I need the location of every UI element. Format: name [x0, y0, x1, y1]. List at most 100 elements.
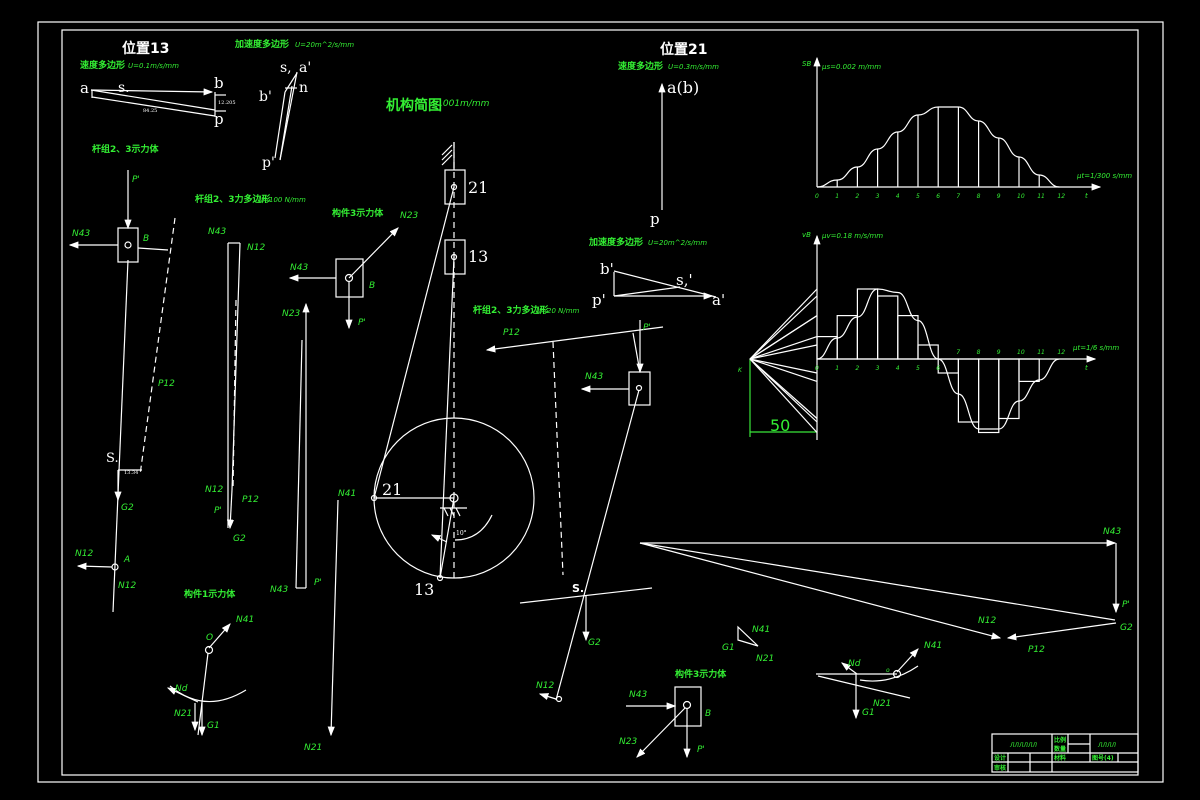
label-N43-fbd3: N43 — [290, 263, 308, 273]
label-crank-21: 21 — [382, 480, 402, 499]
label-S: S. — [106, 451, 119, 466]
label-slider-21: 21 — [468, 178, 488, 197]
vb-tick-label: 1 — [835, 365, 839, 372]
sb-tick-label: 6 — [936, 193, 940, 200]
vb-pole-ray-4 — [749, 315, 818, 360]
fbd-link-group-13: 杆组2、3示力体 P' N43 B P12 S. 13.34 G2 N12 A … — [68, 143, 176, 613]
vb-tick-label: 9 — [997, 349, 1001, 356]
acceleration-polygon-13: 加速度多边形 U=20m^2/s/mm s, a' b' n p' — [234, 38, 354, 171]
label-P: P' — [132, 175, 140, 185]
fbd-component1-21: G1 N41 N21 Nd N41 o G1 N21 — [722, 625, 942, 720]
sb-tick-label: 12 — [1057, 193, 1065, 200]
label-N12: N12 — [75, 549, 93, 559]
sb-tick-label: 11 — [1037, 193, 1045, 200]
force-polygon-13: 杆组2、3力多边形 U=100 N/mm N43 N12 N12 P' P12 … — [195, 193, 306, 544]
label-P12-fp: P12 — [242, 495, 259, 505]
mechanism-sketch: 21 13 21 13 10° — [370, 142, 535, 599]
vb-step-bar-8 — [977, 358, 1000, 434]
title-drawing-no: ЛЛЛЛ — [1097, 742, 1117, 749]
label-n: n — [299, 80, 308, 96]
label-o-21: o — [886, 667, 890, 674]
sb-tick-label: 2 — [855, 193, 859, 200]
sb-curve — [816, 106, 1060, 188]
label-N41-line: N41 — [338, 489, 356, 499]
label-a-prime-21: a' — [712, 291, 725, 309]
outer-frame — [37, 21, 1164, 783]
label-p-prime-21: p' — [592, 291, 606, 309]
velocity13-title: 速度多边形 — [80, 59, 125, 71]
label-s-prime-21: s,' — [676, 271, 693, 289]
velocity21-title: 速度多边形 — [618, 60, 663, 72]
label-N43-fp21: N43 — [1103, 527, 1121, 537]
vb-pole-distance: 50 — [770, 416, 790, 435]
label-N12-fp21: N12 — [978, 616, 996, 626]
fbd3-21-title: 构件3示力体 — [675, 668, 727, 680]
label-B-fbd3: B — [369, 281, 375, 291]
sb-yscale: μs=0.002 m/mm — [821, 63, 881, 71]
vb-pole-ray-3 — [749, 295, 818, 360]
fbd-component1-13: 构件1示力体 N41 O Nd N21 G1 N41 N21 — [166, 489, 356, 753]
velocity21-scale: U=0.3m/s/mm — [668, 63, 719, 71]
label-G2-fp: G2 — [233, 534, 246, 544]
label-P12-21: P12 — [503, 328, 520, 338]
dim-12205: 12.205 — [218, 100, 236, 106]
label-slider-13: 13 — [468, 247, 488, 266]
label-Nd-21: Nd — [848, 659, 861, 669]
label-a-prime: a' — [299, 60, 311, 76]
label-G1-tri: G1 — [722, 643, 735, 653]
force-poly13-scale: U=100 N/mm — [258, 196, 306, 204]
force-polygon-21: N43 P' G2 N12 P12 — [639, 527, 1133, 655]
vector-pa — [90, 88, 214, 96]
fbd23-21-scale: U=20 N/mm — [536, 307, 580, 315]
label-Nd: Nd — [175, 684, 188, 694]
label-p21: p — [650, 210, 660, 228]
vb-tick-label: 12 — [1057, 349, 1065, 356]
label-P-fp: P' — [214, 506, 222, 516]
title-field2: 数量 — [1054, 745, 1066, 753]
position21-title: 位置21 — [660, 41, 707, 58]
sb-ylabel: SB — [802, 60, 811, 68]
vb-tick-label: 0 — [815, 365, 819, 372]
dim-1334: 13.34 — [124, 470, 138, 476]
label-N23-fbd3-21: N23 — [619, 737, 637, 747]
vb-step-bar-3 — [876, 295, 899, 360]
label-p-prime: p' — [262, 155, 275, 171]
vb-step-bar-4 — [897, 315, 919, 360]
label-P12: P12 — [158, 379, 175, 389]
mechanism-scale: .001m/mm — [440, 99, 490, 109]
mechanism-title: 机构简图 — [386, 97, 442, 114]
label-N41-tri: N41 — [752, 625, 770, 635]
title-field3: 材料 — [1053, 754, 1066, 762]
vb-step-bar-6 — [937, 358, 960, 374]
vb-tick-label: 5 — [916, 365, 920, 372]
vb-tick-label: 10 — [1017, 349, 1025, 356]
label-N21-tri: N21 — [756, 654, 774, 664]
label-N43: N43 — [72, 229, 90, 239]
fbd-link-group-21: 杆组2、3力多边形 U=20 N/mm P12 P' N43 S. G2 N12 — [473, 304, 664, 703]
vb-tick-label: 8 — [977, 349, 981, 356]
label-S-21: S. — [572, 582, 584, 595]
label-N43-fp: N43 — [208, 227, 226, 237]
sb-tick-label: 4 — [896, 193, 900, 200]
label-G2-fp21: G2 — [1120, 623, 1133, 633]
label-N43-fbd3-21: N43 — [629, 690, 647, 700]
dim-8425: 84.25 — [143, 108, 157, 114]
vb-pole-ray-6 — [749, 358, 818, 374]
sb-tick-label: 1 — [835, 193, 839, 200]
vb-yscale: μv=0.18 m/s/mm — [821, 232, 883, 240]
position13-title: 位置13 — [122, 40, 169, 57]
title-checker: 审核 — [994, 764, 1006, 772]
label-G1-21: G1 — [862, 708, 875, 718]
fbd1-13-title: 构件1示力体 — [184, 588, 236, 600]
label-N43-21: N43 — [585, 372, 603, 382]
title-field4: 图号(4) — [1092, 754, 1114, 762]
vb-step-bar-10 — [1018, 358, 1040, 382]
vb-pole-ray-5 — [749, 344, 818, 360]
vb-tick-label: 3 — [876, 365, 880, 372]
vb-tick-label: 2 — [855, 365, 859, 372]
fbd3-13-title: 构件3示力体 — [332, 207, 384, 219]
label-G2-21: G2 — [588, 638, 601, 648]
